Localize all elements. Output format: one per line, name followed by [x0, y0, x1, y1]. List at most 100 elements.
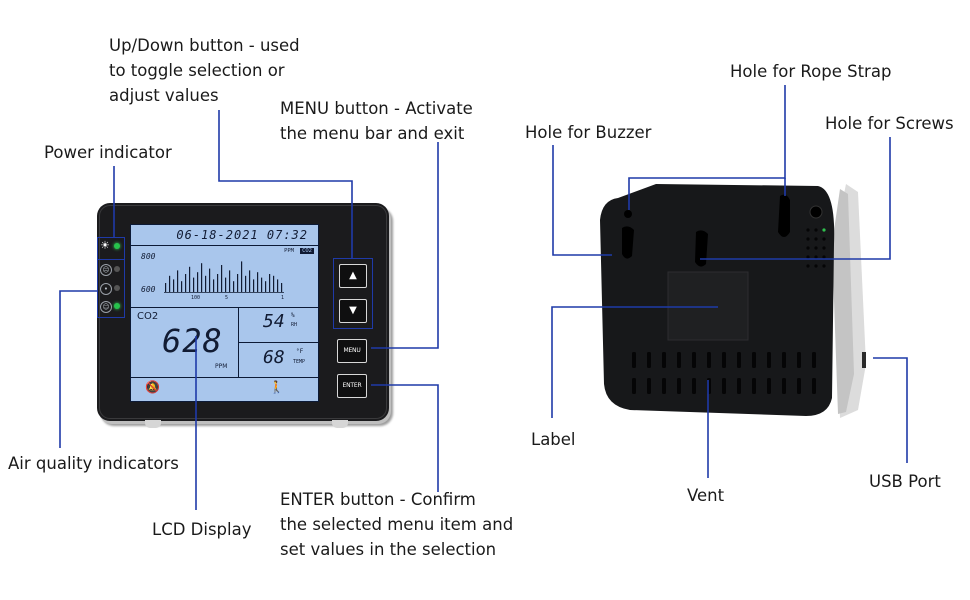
callout-line: Up/Down button - used [109, 36, 300, 55]
callout-enter: ENTER button - Confirm the selected menu… [280, 487, 513, 562]
lcd-history-bar [209, 268, 211, 292]
air-led-row: ☺ [98, 300, 124, 314]
lcd-history-bar [273, 275, 275, 292]
vent-slot [767, 352, 771, 368]
left-keyhole [622, 226, 634, 259]
side-vent-dot [814, 237, 818, 241]
side-vent-dot [806, 228, 810, 232]
center-keyhole [695, 230, 708, 267]
side-vent-dot [814, 264, 818, 268]
callout-rope-strap: Hole for Rope Strap [730, 62, 892, 81]
side-vent-dot [814, 255, 818, 259]
rope-strap-hole [778, 194, 790, 237]
leader-usb [873, 357, 908, 463]
callout-vent: Vent [687, 486, 725, 505]
lcd-history-bar [257, 272, 259, 292]
vent-slot [662, 378, 666, 394]
side-vent-dot [814, 228, 818, 232]
lcd-history-bar [165, 283, 167, 292]
lcd-history-chart [164, 261, 284, 293]
usb-port [862, 352, 866, 368]
lcd-history-bar [201, 263, 203, 292]
lcd-history-bar [237, 274, 239, 292]
lcd-history-bar [245, 275, 247, 292]
leader-air-quality [59, 290, 97, 448]
lcd-display: 06-18-2021 07:32 PPM CO2 800 600 100 5 1… [130, 224, 319, 402]
lcd-divider [131, 307, 318, 308]
callout-lcd: LCD Display [152, 520, 252, 539]
neutral-face-icon: • [100, 283, 112, 295]
vent-slot [632, 352, 636, 368]
vent-slot [722, 378, 726, 394]
lcd-divider [238, 308, 239, 378]
lcd-x-tick: 5 [225, 295, 229, 301]
device-foot [145, 420, 161, 428]
lcd-history-bar [181, 281, 183, 292]
lcd-history-bar [277, 279, 279, 292]
vent-slot [812, 352, 816, 368]
vent-slot [692, 378, 696, 394]
person-icon: 🚶 [269, 380, 284, 394]
up-button[interactable]: ▲ [339, 264, 367, 288]
lcd-ppm-tag: PPM [284, 248, 294, 254]
lcd-history-bar [233, 281, 235, 292]
back-device [600, 184, 866, 418]
vent-slot [677, 352, 681, 368]
lcd-co2-unit: PPM [215, 363, 228, 370]
lcd-history-bar [261, 277, 263, 292]
menu-button[interactable]: MENU [337, 339, 367, 363]
lcd-co2-label: CO2 [137, 311, 159, 322]
lcd-co2-value: 628 [162, 322, 223, 360]
enter-button[interactable]: ENTER [337, 374, 367, 398]
callout-menu: MENU button - Activate the menu bar and … [280, 96, 473, 146]
side-vent-dot [822, 228, 826, 232]
lcd-humidity-value: 54 [263, 311, 285, 332]
lcd-temp-symbol: °F [296, 348, 304, 355]
lcd-history-bar [169, 275, 171, 292]
lcd-x-tick: 1 [281, 295, 285, 301]
side-vent-dot [822, 255, 826, 259]
callout-line: to toggle selection or [109, 61, 285, 80]
buzzer-hole [624, 210, 632, 218]
callout-line: MENU button - Activate [280, 99, 473, 118]
vent-slot [677, 378, 681, 394]
lcd-history-bar [213, 279, 215, 292]
lcd-history-bar [229, 270, 231, 292]
side-vent-dot [806, 264, 810, 268]
callout-line: the menu bar and exit [280, 124, 465, 143]
lcd-y-max: 800 [141, 252, 156, 261]
power-led [114, 243, 120, 249]
label-area [667, 271, 749, 341]
callout-updown: Up/Down button - used to toggle selectio… [109, 33, 300, 108]
down-button[interactable]: ▼ [339, 299, 367, 323]
lcd-history-bar [177, 270, 179, 292]
vent-slot [782, 378, 786, 394]
power-led-row: ☀ [98, 240, 124, 254]
air-led-row: • [98, 282, 124, 296]
vent-slot [707, 378, 711, 394]
vent-slot [737, 352, 741, 368]
lcd-history-bar [185, 274, 187, 292]
callout-line: set values in the selection [280, 540, 497, 559]
lcd-history-bar [189, 266, 191, 292]
vent-slot [752, 352, 756, 368]
vent-slot [647, 352, 651, 368]
vent-slot [722, 352, 726, 368]
lcd-history-bar [197, 272, 199, 292]
indicator-column: ☀ ☹ • ☺ [98, 240, 124, 314]
lcd-history-bar [225, 277, 227, 292]
lcd-history-bar [205, 275, 207, 292]
side-vent-dot [822, 246, 826, 250]
air-quality-box [97, 259, 125, 318]
lcd-divider [131, 377, 318, 378]
bell-off-icon: 🔕 [145, 380, 160, 394]
side-vent-dot [822, 237, 826, 241]
lcd-temp-unit: TEMP [293, 359, 306, 365]
callout-line: ENTER button - Confirm [280, 490, 476, 509]
lcd-history-bar [265, 281, 267, 292]
lcd-history-bar [249, 270, 251, 292]
lcd-humidity-symbol: % [291, 312, 295, 319]
vent-slot [797, 378, 801, 394]
vent-slot [752, 378, 756, 394]
side-vent-dot [806, 246, 810, 250]
